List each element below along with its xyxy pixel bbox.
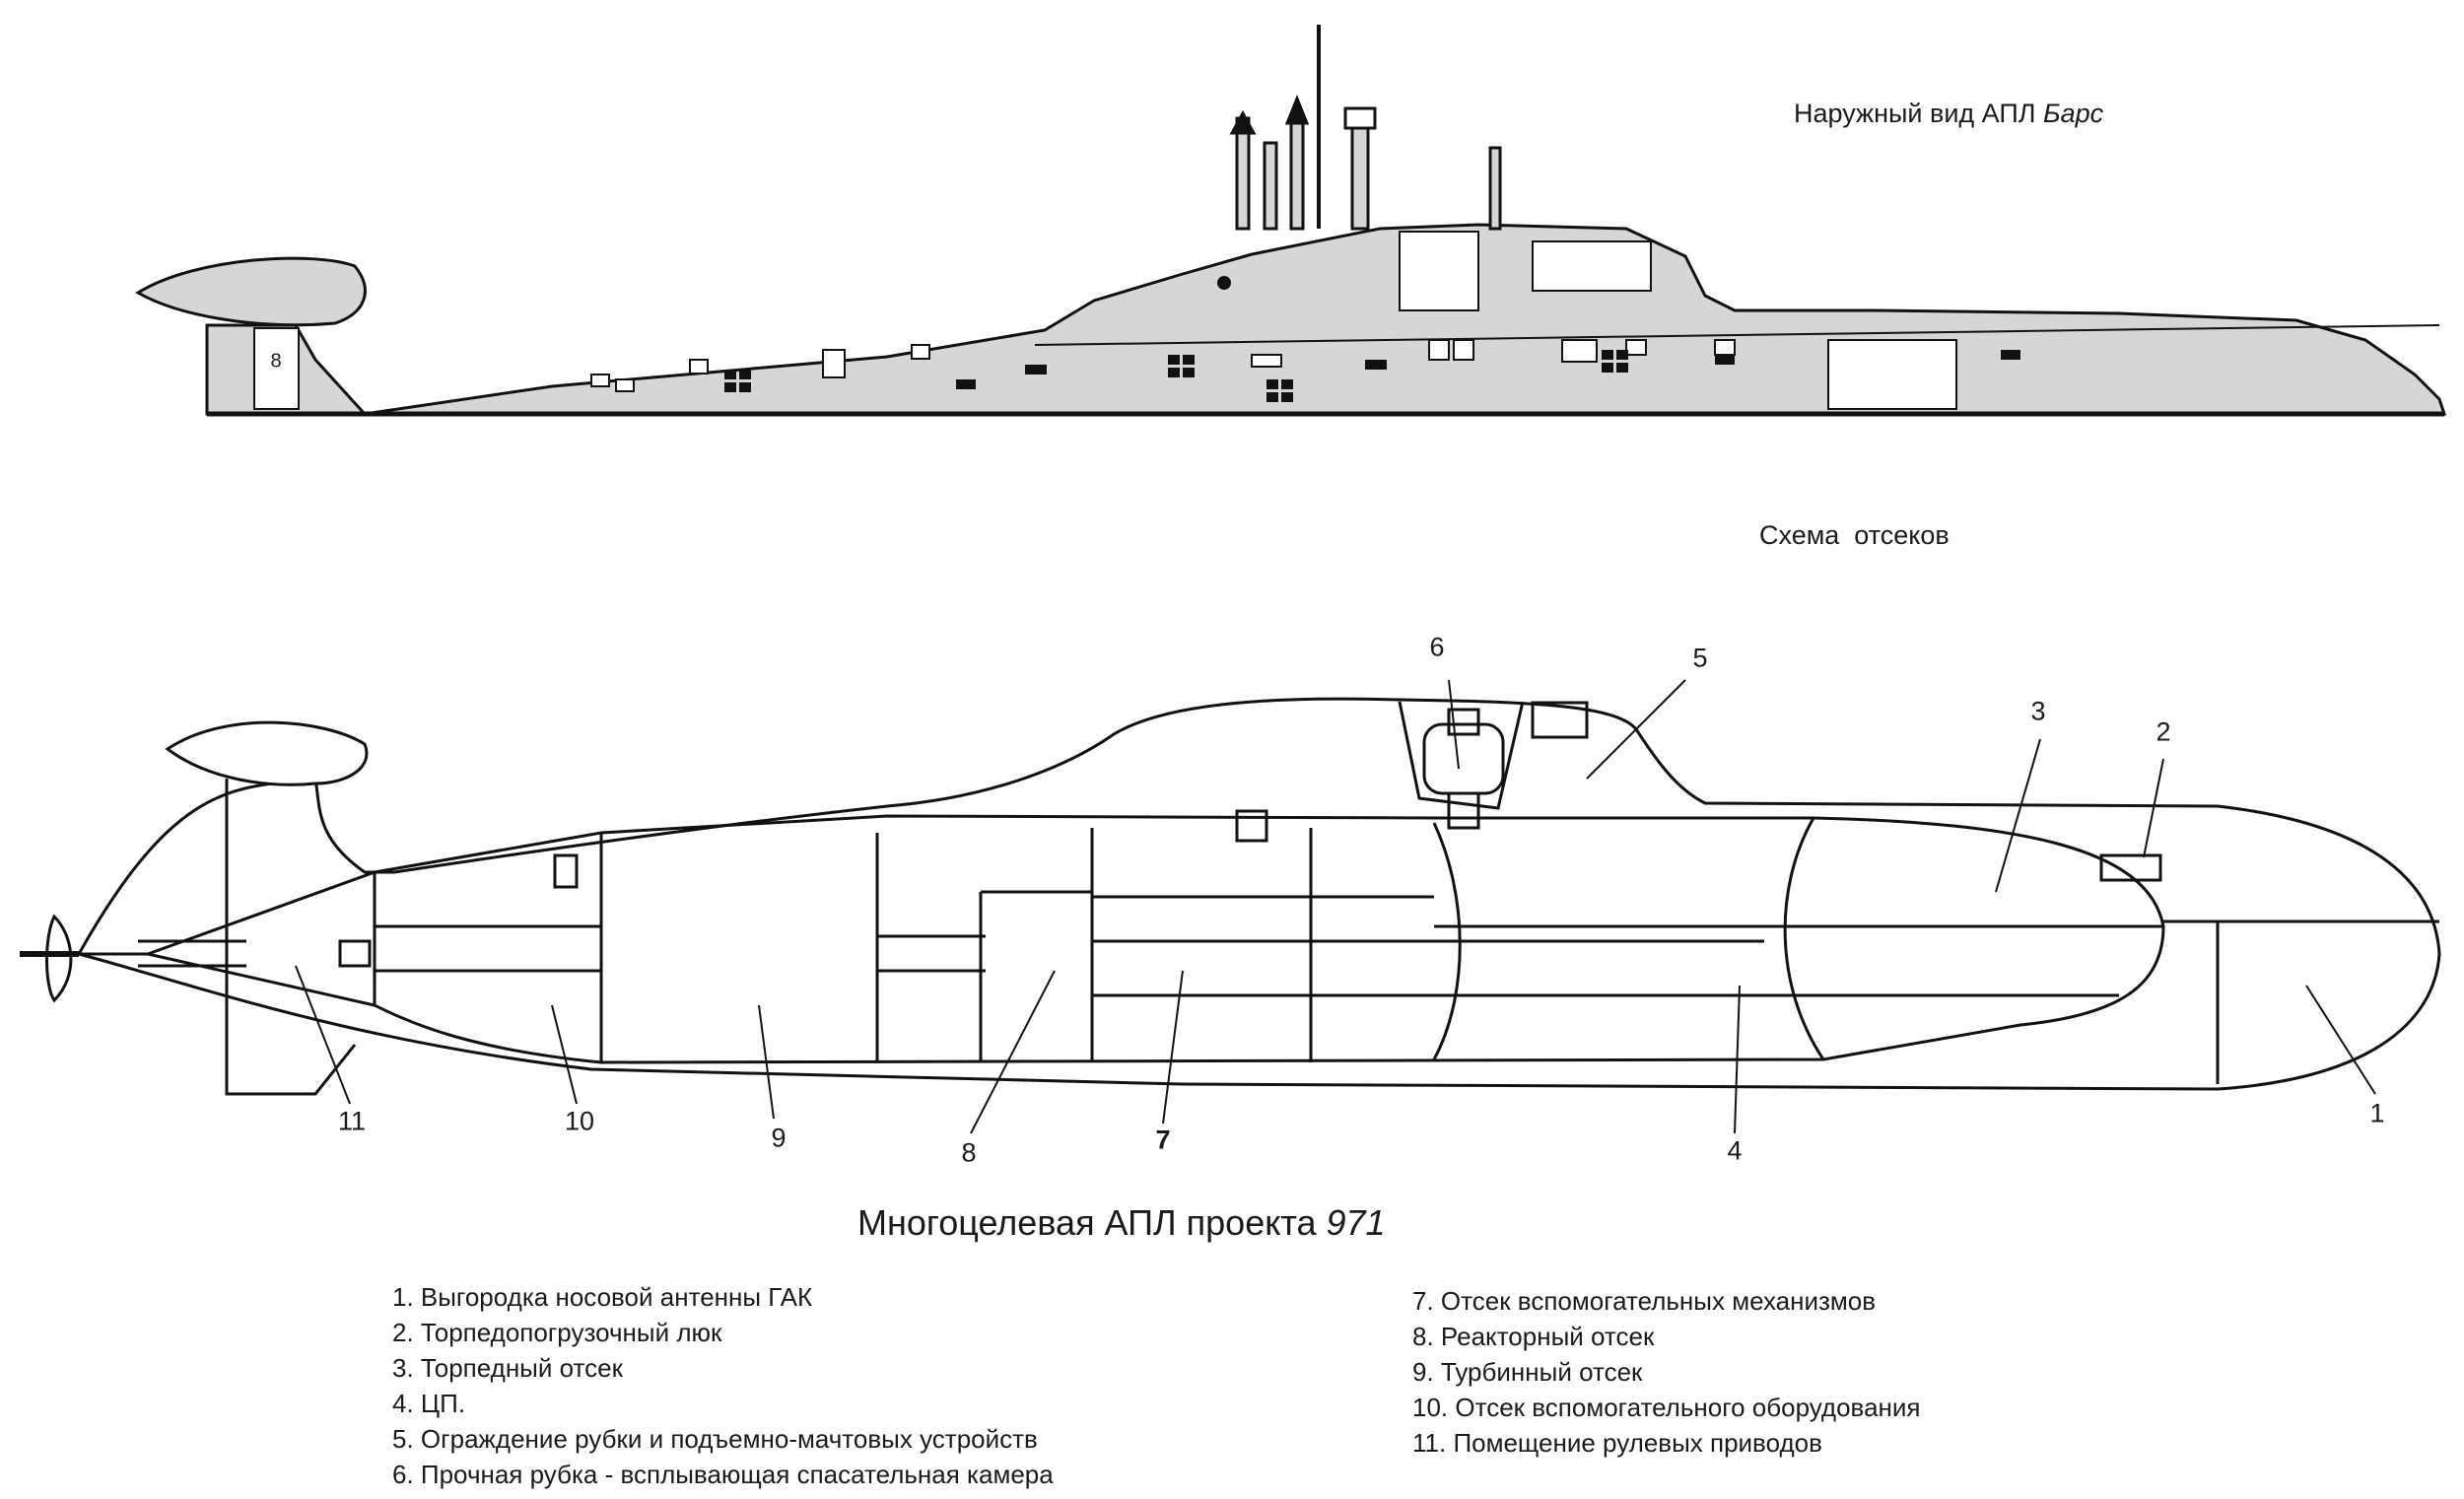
legend-item: 6. Прочная рубка - всплывающая спасатель…	[392, 1460, 1054, 1489]
label-6: 6	[1429, 632, 1445, 662]
exterior-caption: Наружный вид АПЛ Барс	[1794, 99, 2103, 129]
label-1: 1	[2369, 1098, 2385, 1128]
legend-item: 2. Торпедопогрузочный люк	[392, 1318, 722, 1347]
page-title: Многоцелевая АПЛ проекта 971	[857, 1202, 1386, 1244]
label-8: 8	[961, 1137, 977, 1168]
legend-item: 9. Турбинный отсек	[1412, 1357, 1643, 1387]
label-9: 9	[771, 1123, 787, 1153]
label-11: 11	[337, 1106, 367, 1136]
exterior-caption-main: Наружный вид АПЛ	[1794, 99, 2036, 128]
label-10: 10	[564, 1106, 595, 1136]
stern-mark: 8	[270, 350, 282, 373]
legend-item: 4. ЦП.	[392, 1389, 466, 1418]
legend-item: 8. Реакторный отсек	[1412, 1322, 1655, 1351]
scheme-caption: Схема отсеков	[1759, 520, 1950, 550]
label-7: 7	[1155, 1124, 1171, 1155]
legend-item: 1. Выгородка носовой антенны ГАК	[392, 1282, 813, 1312]
label-5: 5	[1692, 643, 1708, 673]
legend-right: 7. Отсек вспомогательных механизмов 8. Р…	[1412, 1283, 1921, 1461]
legend-item: 7. Отсек вспомогательных механизмов	[1412, 1286, 1877, 1316]
label-2: 2	[2156, 716, 2171, 747]
exterior-tail-pod	[135, 256, 367, 327]
label-4: 4	[1727, 1135, 1743, 1166]
page-title-project: 971	[1326, 1202, 1386, 1243]
exterior-caption-name: Барс	[2043, 99, 2104, 128]
scheme-outer-hull	[76, 697, 2441, 1091]
exterior-hull	[207, 223, 2447, 416]
label-3: 3	[2030, 696, 2046, 726]
legend-item: 10. Отсек вспомогательного оборудования	[1412, 1393, 1921, 1422]
compartment-scheme	[20, 679, 2441, 1134]
legend-left: 1. Выгородка носовой антенны ГАК 2. Торп…	[392, 1279, 1054, 1492]
legend-item: 11. Помещение рулевых приводов	[1412, 1428, 1822, 1458]
scheme-pressure-hull	[142, 814, 2165, 1064]
legend-item: 3. Торпедный отсек	[392, 1353, 623, 1383]
page-title-main: Многоцелевая АПЛ проекта	[857, 1202, 1317, 1243]
exterior-view	[135, 25, 2447, 417]
legend-item: 5. Ограждение рубки и подъемно-мачтовых …	[392, 1424, 1038, 1454]
